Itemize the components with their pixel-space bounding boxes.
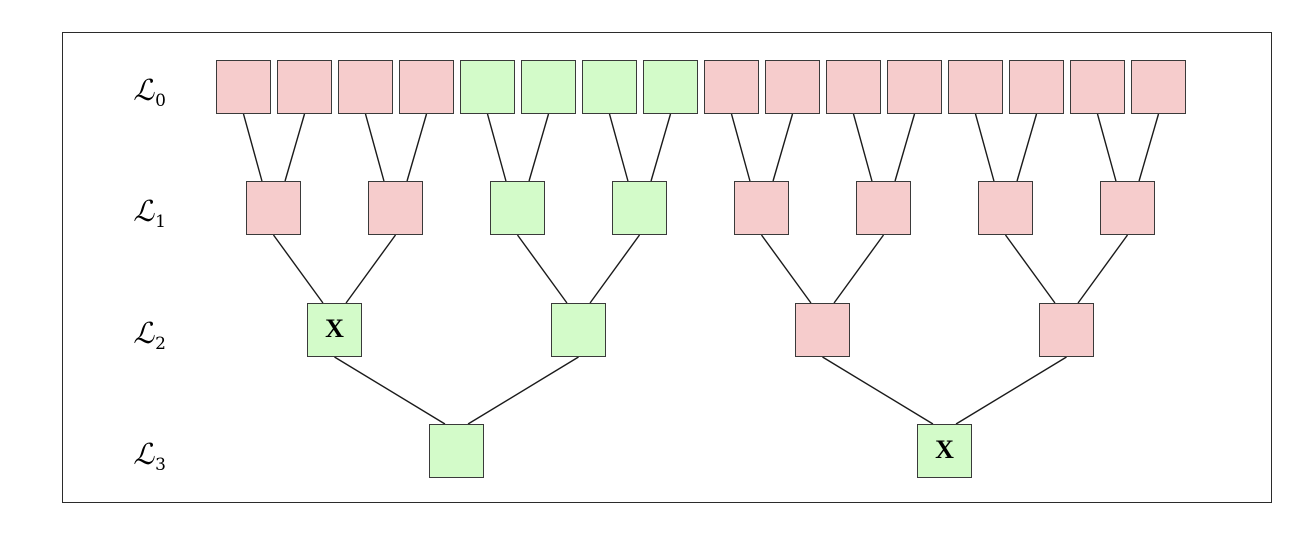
node-l1-4[interactable] [734,181,789,235]
node-l2-0[interactable]: X [307,303,362,357]
node-l1-0[interactable] [246,181,301,235]
layer-label-l3: ℒ3 [106,437,166,475]
node-l0-1[interactable] [277,60,332,114]
node-l1-2[interactable] [490,181,545,235]
node-l2-2[interactable] [795,303,850,357]
node-l0-7[interactable] [643,60,698,114]
layer-label-subscript: 1 [155,212,166,232]
layer-label-script: ℒ [133,73,155,107]
node-l0-9[interactable] [765,60,820,114]
node-l0-12[interactable] [948,60,1003,114]
node-l0-0[interactable] [216,60,271,114]
node-l1-7[interactable] [1100,181,1155,235]
node-l3-0[interactable] [429,424,484,478]
layer-label-l1: ℒ1 [106,194,166,232]
layer-label-script: ℒ [133,437,155,471]
node-l2-3[interactable] [1039,303,1094,357]
node-marker-x: X [935,435,954,464]
node-l3-1[interactable]: X [917,424,972,478]
node-l0-3[interactable] [399,60,454,114]
node-l0-5[interactable] [521,60,576,114]
layer-label-subscript: 0 [155,91,166,111]
node-l0-15[interactable] [1131,60,1186,114]
layer-label-subscript: 3 [155,455,166,475]
node-l0-14[interactable] [1070,60,1125,114]
node-l0-13[interactable] [1009,60,1064,114]
node-l0-11[interactable] [887,60,942,114]
node-l1-3[interactable] [612,181,667,235]
node-marker-x: X [325,314,344,343]
node-l1-1[interactable] [368,181,423,235]
layer-label-l2: ℒ2 [106,316,166,354]
node-l1-5[interactable] [856,181,911,235]
node-l0-4[interactable] [460,60,515,114]
node-l2-1[interactable] [551,303,606,357]
node-l0-6[interactable] [582,60,637,114]
layer-label-script: ℒ [133,316,155,350]
layer-label-subscript: 2 [155,334,166,354]
node-l0-10[interactable] [826,60,881,114]
layer-label-script: ℒ [133,194,155,228]
node-l0-8[interactable] [704,60,759,114]
node-l1-6[interactable] [978,181,1033,235]
layer-label-l0: ℒ0 [106,73,166,111]
node-l0-2[interactable] [338,60,393,114]
